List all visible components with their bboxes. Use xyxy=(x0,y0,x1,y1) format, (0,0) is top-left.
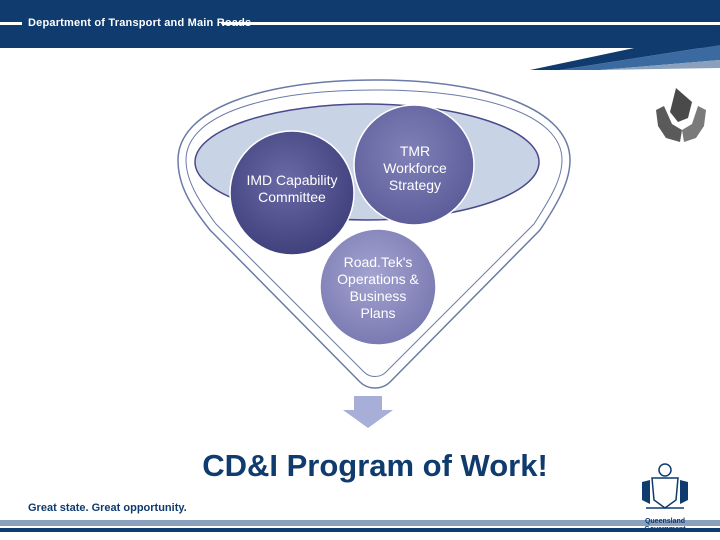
footer-tagline: Great state. Great opportunity. xyxy=(28,502,187,514)
down-arrow-icon xyxy=(343,396,393,428)
circle-label-roadtek: Road.Tek's Operations & Business Plans xyxy=(337,254,419,321)
circle-label-imd: IMD Capability Committee xyxy=(246,172,338,205)
crest-label: Queensland Government xyxy=(644,518,686,533)
header-rule xyxy=(222,22,720,25)
conclusion-text: CD&I Program of Work! xyxy=(202,448,548,483)
header-title: Department of Transport and Main Roads xyxy=(28,17,252,29)
hands-icon xyxy=(656,88,706,142)
header-swoosh xyxy=(530,30,720,70)
circle-roadtek xyxy=(319,228,437,346)
queensland-crest-icon xyxy=(632,460,698,518)
circle-tmr xyxy=(353,104,475,226)
circle-imd xyxy=(229,130,355,256)
queensland-crest: Queensland Government xyxy=(632,460,698,533)
funnel-outline-inner xyxy=(185,89,563,377)
funnel-outline-outer xyxy=(177,79,571,389)
circle-label-tmr: TMR Workforce Strategy xyxy=(383,143,447,193)
footer-bar xyxy=(0,520,720,526)
header-rule xyxy=(0,22,22,25)
footer-bar xyxy=(0,528,720,532)
